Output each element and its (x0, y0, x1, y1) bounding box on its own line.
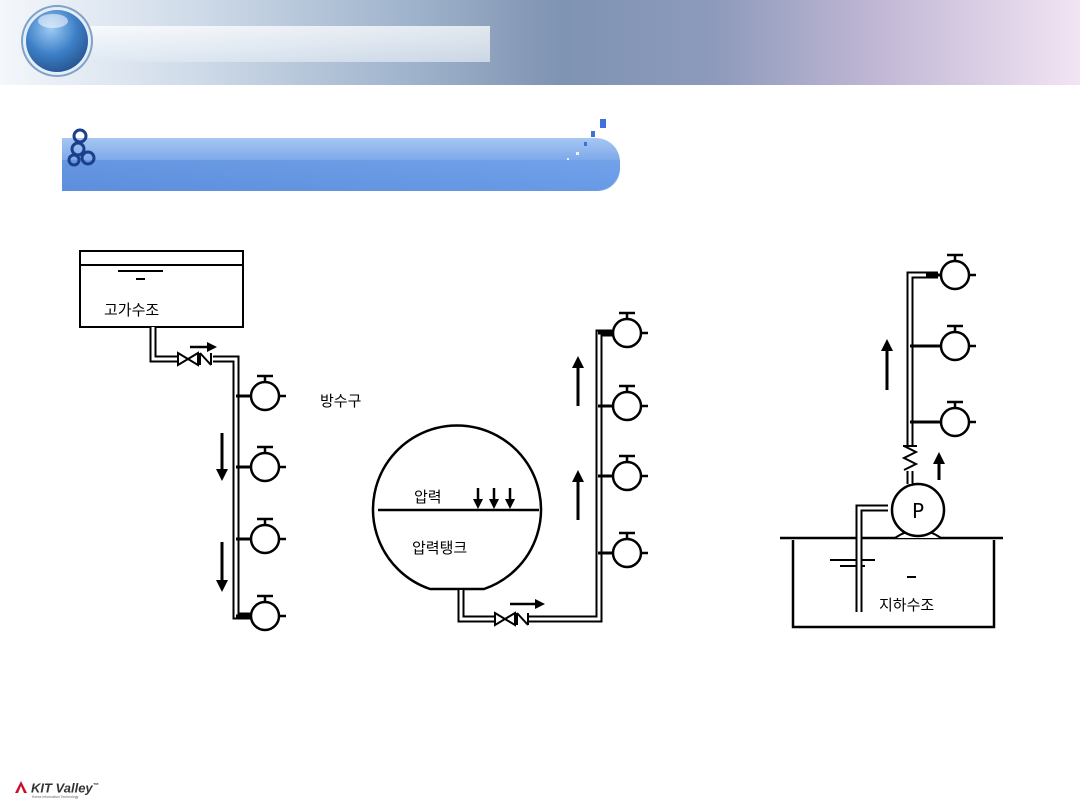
underground-tank (791, 540, 996, 629)
deco-square (600, 119, 606, 128)
outlet-icon (234, 517, 288, 555)
outlet-icon (596, 454, 650, 492)
deco-square (576, 152, 579, 155)
outlet-icon (924, 324, 978, 362)
header-band (0, 0, 1080, 85)
underground-tank-label: 지하수조 (879, 596, 934, 614)
deco-square (584, 142, 587, 146)
check-valve-icon (901, 445, 919, 471)
outlet-icon (596, 384, 650, 422)
elevated-tank (79, 250, 244, 328)
pressure-tank (371, 424, 543, 591)
pump-icon (890, 482, 946, 538)
elevated-tank-label: 고가수조 (104, 301, 159, 319)
outlet-icon (234, 445, 288, 483)
deco-square (591, 131, 595, 137)
logo-subtitle: Korea Information Technology (32, 795, 79, 799)
pump-label: P (912, 499, 924, 523)
outlet-icon (596, 531, 650, 569)
outlet-label: 방수구 (320, 392, 361, 410)
kit-valley-logo: KIT Valley™ Korea Information Technology (14, 780, 99, 799)
logo-text: KIT Valley™ (31, 780, 99, 796)
outlet-icon (924, 400, 978, 438)
elevated-tank-system: 고가수조 방수구 (79, 250, 361, 632)
pump-system: 지하수조 P (780, 253, 1003, 629)
suction-pipe-inner (857, 506, 888, 612)
section-title-wave (62, 160, 620, 191)
valve-icon (177, 351, 212, 367)
loops-icon (67, 128, 96, 167)
logo-mark-icon (15, 781, 27, 794)
pressure-tank-system: 압력 압력탱크 (371, 311, 650, 627)
pressure-tank-label: 압력탱크 (412, 539, 467, 557)
valve-icon (494, 611, 529, 627)
header-strip (70, 26, 490, 62)
pressure-label: 압력 (414, 488, 442, 506)
supply-pipe-inner (151, 327, 250, 618)
outlet-icon (234, 374, 288, 412)
deco-square (567, 158, 569, 160)
orb-highlight (38, 14, 68, 28)
